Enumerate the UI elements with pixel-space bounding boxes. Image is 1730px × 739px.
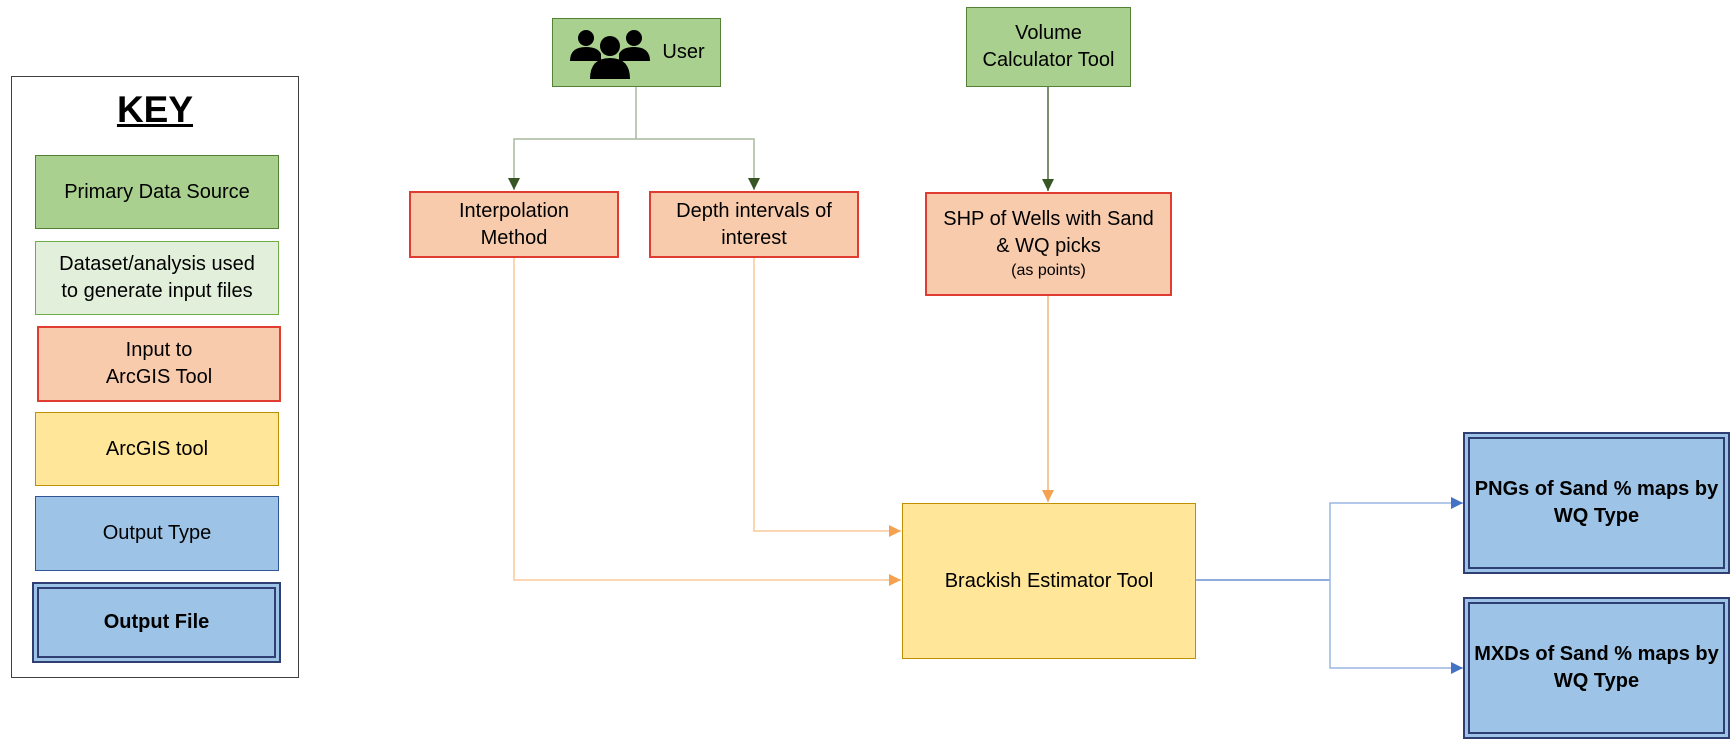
node-interpolation-method: Interpolation Method	[409, 191, 619, 258]
node-user: User	[552, 18, 721, 87]
node-volume-calculator-line-1: Volume	[1015, 22, 1082, 44]
user-group-icon	[568, 27, 652, 79]
key-arcgis-tool: ArcGIS tool	[35, 412, 279, 486]
node-pngs-line-2: WQ Type	[1553, 505, 1640, 527]
key-title: KEY	[116, 89, 194, 130]
connector-to-pngs	[1329, 497, 1463, 580]
node-depth-line-2: interest	[721, 226, 787, 249]
key-input-line-2: ArcGIS Tool	[105, 366, 213, 388]
key-output-type-label: Output Type	[102, 522, 212, 544]
node-volume-calculator-line-2: Calculator Tool	[982, 49, 1115, 71]
node-shp-line-2: & WQ picks	[996, 235, 1101, 257]
key-output-type: Output Type	[35, 496, 279, 571]
node-mxds-line-2: WQ Type	[1553, 670, 1640, 692]
node-pngs-output-file: PNGs of Sand % maps by WQ Type	[1463, 432, 1730, 574]
connector-interpolation-to-brackish	[513, 258, 901, 586]
connector-depth-to-brackish	[753, 258, 901, 537]
connector-user-to-depth	[636, 138, 760, 190]
node-volume-calculator-tool: Volume Calculator Tool	[966, 7, 1131, 87]
key-dataset-analysis-line-1: Dataset/analysis used	[59, 253, 255, 275]
node-mxds-output-file: MXDs of Sand % maps by WQ Type	[1463, 597, 1730, 739]
node-interpolation-line-1: Interpolation	[458, 199, 570, 222]
key-dataset-analysis: Dataset/analysis used to generate input …	[35, 241, 279, 315]
node-pngs-line-1: PNGs of Sand % maps by	[1474, 478, 1719, 500]
node-depth-intervals: Depth intervals of interest	[649, 191, 859, 258]
connector-to-mxds	[1329, 580, 1463, 674]
key-primary-data-source-label: Primary Data Source	[64, 180, 250, 203]
key-output-file: Output File	[32, 582, 281, 663]
node-brackish-label: Brackish Estimator Tool	[944, 569, 1154, 592]
key-input-to-arcgis-tool: Input to ArcGIS Tool	[37, 326, 281, 402]
key-arcgis-tool-label: ArcGIS tool	[105, 437, 209, 460]
node-interpolation-line-2: Method	[480, 226, 548, 249]
node-mxds-line-1: MXDs of Sand % maps by	[1474, 643, 1719, 665]
node-shp-of-wells: SHP of Wells with Sand & WQ picks (as po…	[925, 192, 1172, 296]
connector-user-to-interpolation	[508, 138, 636, 190]
key-dataset-analysis-line-2: to generate input files	[61, 280, 253, 302]
node-depth-line-1: Depth intervals of	[676, 199, 832, 222]
key-output-file-label: Output File	[103, 611, 210, 633]
key-input-line-1: Input to	[125, 339, 193, 361]
node-shp-line-1: SHP of Wells with Sand	[943, 208, 1154, 230]
node-user-label: User	[662, 41, 705, 63]
node-shp-note: (as points)	[1011, 262, 1086, 279]
node-brackish-estimator-tool: Brackish Estimator Tool	[902, 503, 1196, 659]
key-primary-data-source: Primary Data Source	[35, 155, 279, 229]
